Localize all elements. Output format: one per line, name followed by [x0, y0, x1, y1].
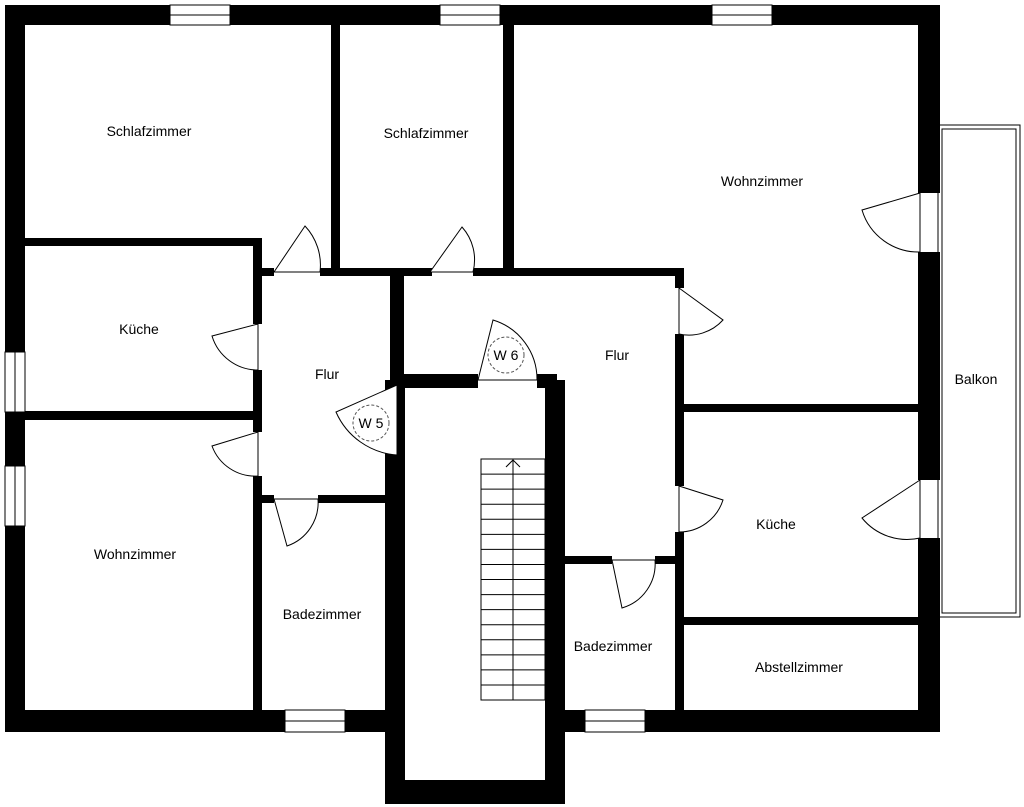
unit-tag-w5-circle	[352, 404, 390, 442]
room-label-kueche-right: Küche	[756, 516, 796, 532]
door-bath-right	[611, 559, 656, 609]
wall-right-hall-right-c	[675, 532, 684, 710]
door-kitchen-right-hall	[678, 485, 724, 533]
wall-bedroom1-bottom	[25, 238, 261, 246]
wall-bath-top-a	[262, 495, 274, 503]
unit-tag-w6: W 6	[494, 347, 519, 363]
wall-bedroom-divider	[331, 25, 340, 273]
staircase	[480, 458, 546, 701]
outer-wall-right-upper	[918, 5, 940, 193]
stairwell-wall-top-right	[537, 374, 557, 388]
stairwell-wall-bottom	[385, 780, 565, 804]
room-label-badezimmer-right: Badezimmer	[574, 638, 653, 654]
wall-kitchen-r-bottom	[680, 617, 920, 625]
wall-livingroom-bottom	[680, 404, 920, 412]
outer-wall-right-middle	[918, 252, 940, 480]
stairwell-wall-right	[545, 380, 565, 804]
wall-livingroom-left-right	[253, 476, 262, 710]
unit-tag-w6-circle	[487, 336, 525, 374]
wall-hall-separator	[390, 275, 404, 385]
wall-kitchen-right-upper	[253, 238, 262, 324]
room-label-balkon: Balkon	[955, 371, 998, 387]
wall-hall-top-b	[320, 268, 432, 276]
room-label-badezimmer-left: Badezimmer	[283, 606, 362, 622]
room-label-abstellzimmer: Abstellzimmer	[755, 659, 843, 675]
wall-hall-top-c	[473, 268, 683, 276]
door-bedroom2	[429, 226, 476, 273]
room-label-schlafzimmer-2: Schlafzimmer	[384, 125, 469, 141]
wall-bath-r-top-b	[655, 556, 680, 564]
wall-hall-separator-lower	[390, 455, 405, 505]
door-bedroom1	[273, 225, 321, 273]
wall-hall-top-a	[262, 268, 274, 276]
door-kitchen-left	[211, 323, 259, 371]
balcony-railing	[941, 128, 1017, 614]
wall-bedroom-livingroom	[503, 25, 514, 273]
outer-wall-right-lower	[918, 538, 940, 732]
wall-kitchen-bottom	[25, 411, 261, 420]
door-livingroom-left	[211, 431, 259, 477]
room-label-wohnzimmer-right: Wohnzimmer	[721, 173, 804, 189]
wall-kitchen-right-lower	[253, 370, 262, 432]
unit-tag-w5: W 5	[359, 415, 384, 431]
wall-bath-top-b	[318, 495, 398, 503]
wall-right-hall-right-b	[675, 334, 684, 486]
stairwell-wall-top-left	[392, 374, 478, 388]
door-balcony-livingroom	[861, 192, 921, 253]
wall-bath-r-top-a	[557, 556, 612, 564]
room-label-schlafzimmer-1: Schlafzimmer	[107, 123, 192, 139]
room-label-flur-right: Flur	[605, 347, 629, 363]
door-bath-left	[273, 498, 319, 547]
door-balcony-kitchen	[861, 479, 921, 540]
room-label-kueche-left: Küche	[119, 321, 159, 337]
room-label-flur-left: Flur	[315, 366, 339, 382]
wall-right-hall-right-a	[675, 268, 684, 288]
door-livingroom-right-hall	[678, 287, 724, 336]
room-label-wohnzimmer-left: Wohnzimmer	[94, 546, 177, 562]
